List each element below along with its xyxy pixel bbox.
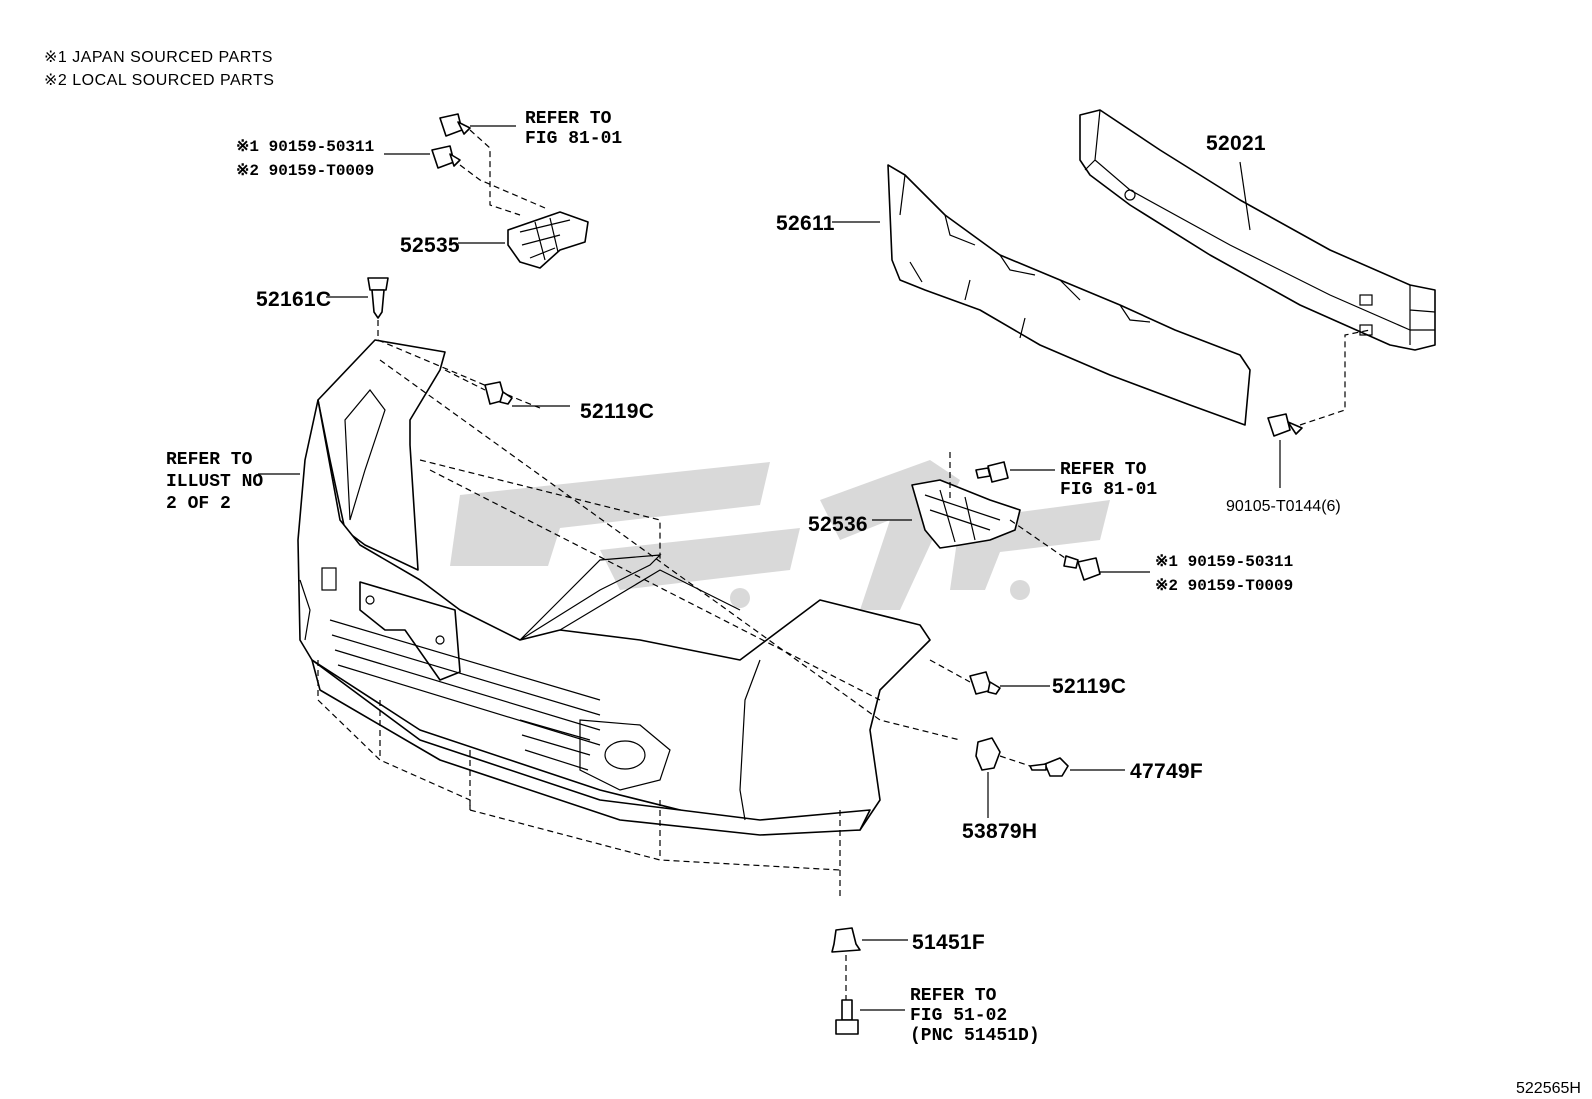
refer-fig-51-02-line2: FIG 51-02 [910, 1006, 1007, 1026]
refer-fig-81-01-mid-line1: REFER TO [1060, 460, 1147, 480]
legend-local-sourced: ※2 LOCAL SOURCED PARTS [44, 72, 275, 89]
refer-illust-line1: REFER TO [166, 450, 253, 470]
bracket-52536 [911, 479, 1021, 549]
retainer-icon [975, 737, 1001, 771]
refer-illust-line3: 2 OF 2 [166, 494, 231, 514]
clip-icon [367, 277, 389, 319]
refer-fig-51-02-line1: REFER TO [910, 986, 997, 1006]
bumper-cover [297, 339, 931, 836]
bolt-icon [975, 461, 1009, 483]
bolt-icon [835, 999, 859, 1035]
part-number-52536: 52536 [808, 513, 868, 536]
reinforcement-52021 [1079, 109, 1436, 351]
part-number-51451f: 51451F [912, 931, 985, 954]
illustration-id: 522565H [1516, 1080, 1581, 1097]
bracket-52535 [507, 211, 589, 269]
bolt-part-number-japan-mid: ※1 90159-50311 [1155, 553, 1293, 571]
bolt-icon [1267, 413, 1303, 437]
part-number-52021: 52021 [1206, 132, 1266, 155]
bolt-icon [1063, 555, 1101, 581]
absorber-52611 [887, 164, 1251, 426]
clip-icon [969, 671, 1001, 695]
screw-icon [1029, 757, 1069, 777]
part-number-52119c-bottom: 52119C [1052, 675, 1126, 698]
refer-fig-81-01-top-line2: FIG 81-01 [525, 129, 622, 149]
part-number-52119c-top: 52119C [580, 400, 654, 423]
refer-illust-line2: ILLUST NO [166, 472, 263, 492]
part-number-52535: 52535 [400, 234, 460, 257]
part-number-53879h: 53879H [962, 820, 1037, 843]
part-number-52161c: 52161C [256, 288, 331, 311]
refer-fig-81-01-mid-line2: FIG 81-01 [1060, 480, 1157, 500]
bolt-icon [431, 145, 461, 169]
legend-japan-sourced: ※1 JAPAN SOURCED PARTS [44, 49, 273, 66]
nut-icon [831, 927, 861, 953]
bolt-part-number-japan-top: ※1 90159-50311 [236, 138, 374, 156]
bolt-part-number-local-mid: ※2 90159-T0009 [1155, 577, 1293, 595]
bolt-part-number-local-top: ※2 90159-T0009 [236, 162, 374, 180]
part-number-47749f: 47749F [1130, 760, 1203, 783]
refer-fig-51-02-line3: (PNC 51451D) [910, 1026, 1040, 1046]
refer-fig-81-01-top-line1: REFER TO [525, 109, 612, 129]
bolt-icon [439, 113, 471, 137]
part-number-52611: 52611 [776, 212, 835, 235]
bolt-part-number-90105: 90105-T0144(6) [1226, 498, 1341, 515]
clip-icon [484, 381, 513, 405]
watermark-logo [450, 460, 1110, 610]
